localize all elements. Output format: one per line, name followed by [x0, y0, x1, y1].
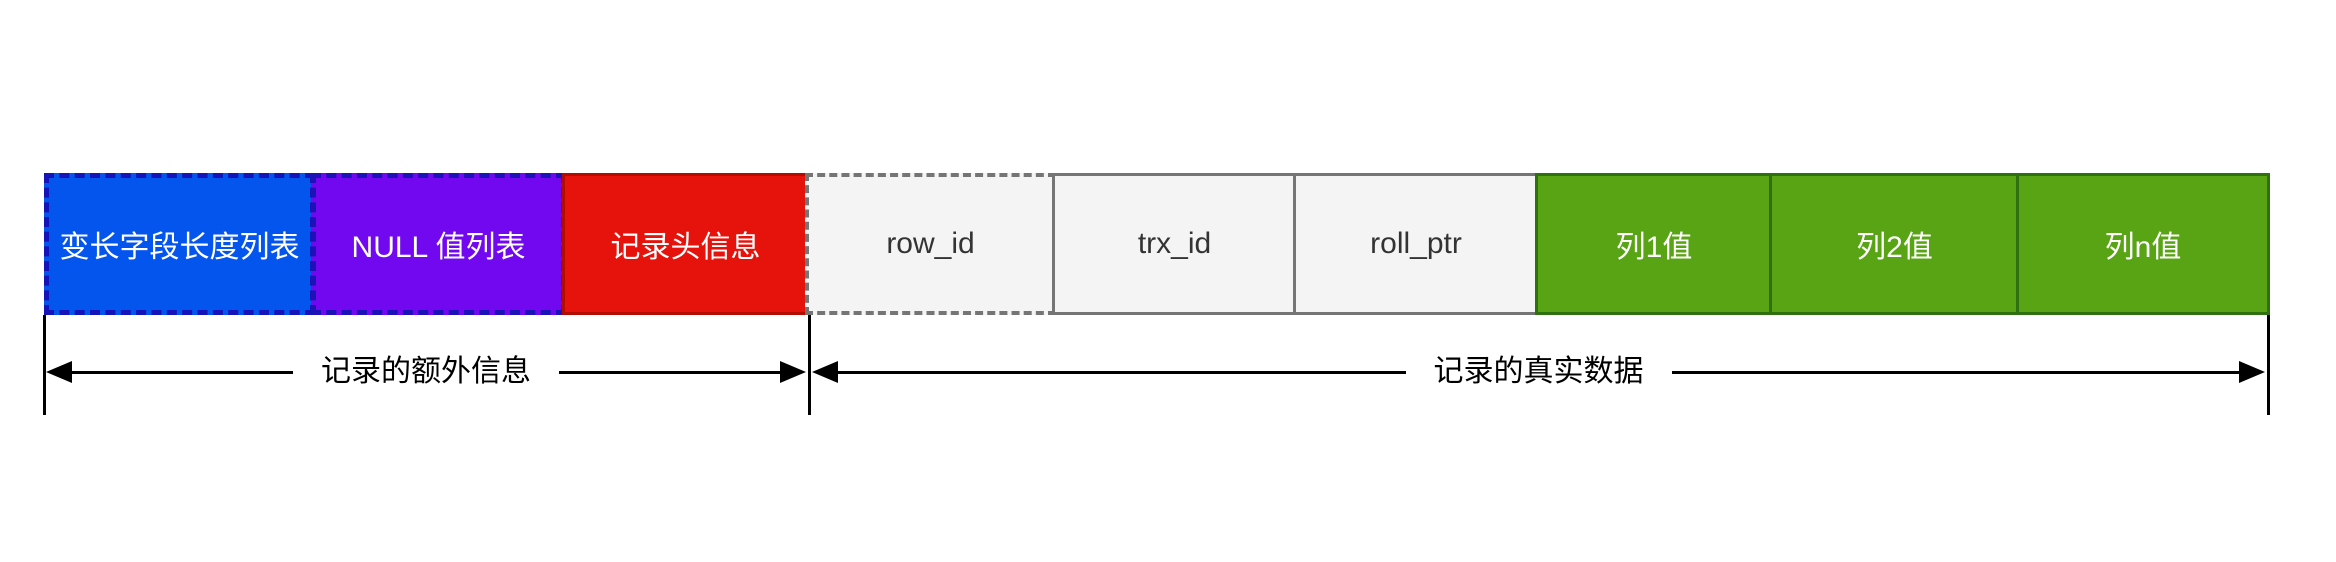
- segment-col2-value: 列2值: [1769, 173, 2020, 315]
- span-arrow-extra-info: 记录的额外信息: [46, 357, 806, 387]
- record-segments-row: 变长字段长度列表 NULL 值列表 记录头信息 row_id trx_id ro…: [44, 173, 2270, 315]
- arrow-line: [838, 370, 1406, 374]
- measure-tick-middle: [808, 315, 811, 415]
- span-label-extra-info: 记录的额外信息: [321, 355, 531, 388]
- arrowhead-right-icon: [2239, 361, 2265, 383]
- span-arrow-real-data: 记录的真实数据: [812, 357, 2265, 387]
- segment-coln-value: 列n值: [2016, 173, 2270, 315]
- segment-varlen-list: 变长字段长度列表: [44, 173, 315, 315]
- segment-roll-ptr: roll_ptr: [1293, 173, 1539, 315]
- arrowhead-left-icon: [812, 361, 838, 383]
- segment-trx-id: trx_id: [1052, 173, 1297, 315]
- span-label-real-data: 记录的真实数据: [1433, 355, 1644, 388]
- measure-tick-left: [43, 315, 46, 415]
- arrow-line: [72, 370, 293, 374]
- segment-row-id: row_id: [805, 173, 1056, 315]
- segment-record-header: 记录头信息: [562, 173, 809, 315]
- arrowhead-left-icon: [46, 361, 72, 383]
- arrow-line: [1671, 370, 2239, 374]
- arrowhead-right-icon: [780, 361, 806, 383]
- segment-col1-value: 列1值: [1535, 173, 1773, 315]
- segment-null-list: NULL 值列表: [311, 173, 566, 315]
- arrow-line: [559, 370, 780, 374]
- measure-tick-right: [2267, 315, 2270, 415]
